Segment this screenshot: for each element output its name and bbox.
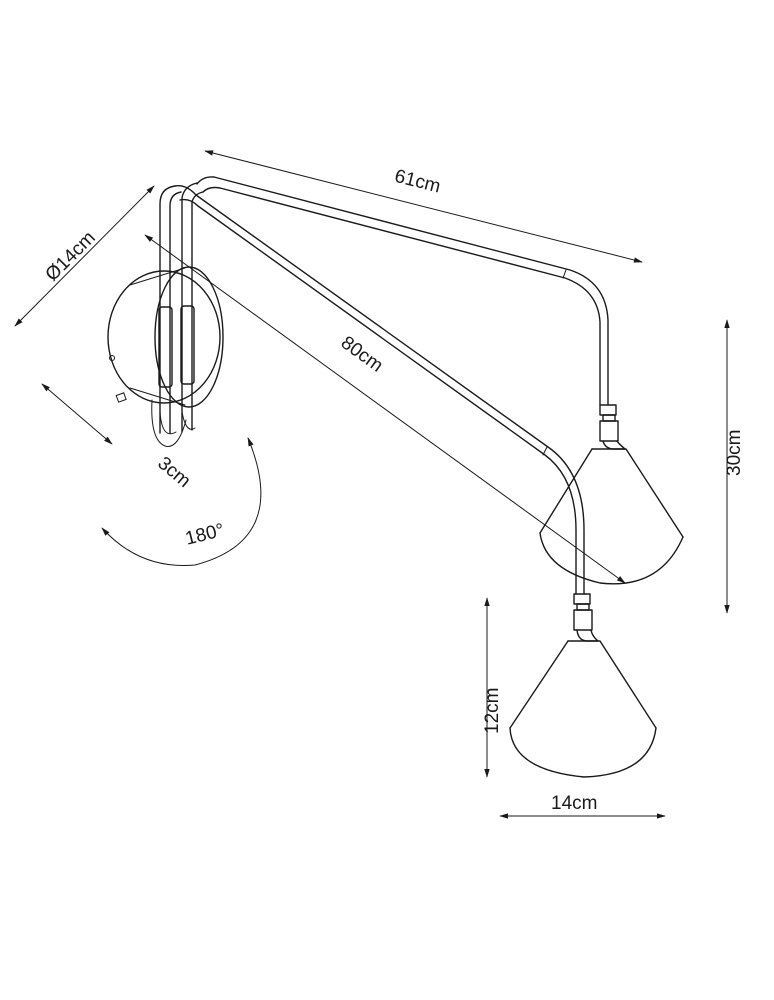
- dimension-lines: [14, 150, 730, 819]
- upper-arm: [196, 176, 609, 406]
- swivel-mount: [151, 182, 204, 447]
- wall-base-plate: [107, 266, 224, 408]
- upper-lamp-shade: [539, 404, 684, 585]
- label-12cm: 12cm: [482, 688, 503, 734]
- long-arm: [174, 185, 585, 595]
- label-diameter-14cm: Ø14cm: [42, 227, 100, 285]
- label-80cm: 80cm: [337, 332, 387, 376]
- label-61cm: 61cm: [392, 166, 442, 198]
- label-180-degrees: 180°: [183, 520, 226, 550]
- label-3cm: 3cm: [153, 453, 194, 492]
- label-14cm: 14cm: [551, 793, 597, 814]
- label-30cm: 30cm: [724, 430, 745, 476]
- lower-lamp-shade: [509, 593, 657, 778]
